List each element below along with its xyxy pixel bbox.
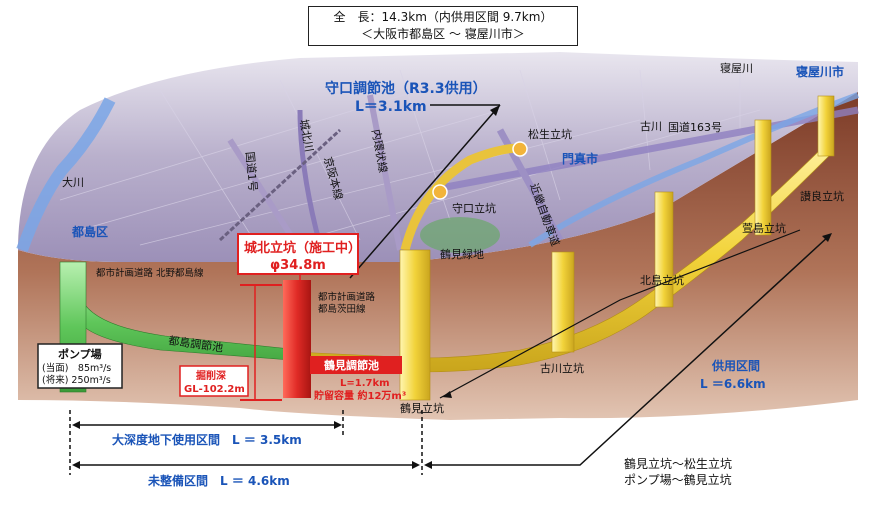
naikan-road [367,94,403,251]
route1-label: 国道1号 [243,151,260,192]
pump-label-box [37,343,123,389]
okawa-label: 大川 [62,175,84,189]
furukawa-shaft-label: 古川立坑 [540,361,584,375]
depth-value: GL-102.2m [184,384,245,395]
kayashima-shaft-label: 萱島立坑 [742,221,786,235]
city-surface [18,52,858,262]
jyohoku-label-box [237,233,359,275]
tsurumi-label-box [310,356,402,374]
depth-label-box [179,365,249,397]
route163-label: 国道163号 [668,120,722,134]
tsurumi-shaft-label: 鶴見立坑 [400,401,444,415]
neyagawa-river [528,92,860,248]
matsuo-shaft-marker [512,141,528,157]
soil-section [18,92,858,420]
moriguchi-leader [349,104,501,279]
kayashima-shaft-body [754,119,772,236]
tsurumi-pond-length: L=1.7km [340,378,390,389]
service-section-label: 供用区間 [711,358,760,373]
furukawa-shaft-body [551,251,575,353]
okawa-river [16,97,116,253]
note-line-2: ポンプ場〜鶴見立坑 [624,473,732,487]
service-section-length: L ＝6.6km [700,377,766,391]
header-box: 全 長：14.3km（内供用区間 9.7km） ＜大阪市都島区 ～ 寝屋川市＞ [308,6,578,46]
kitajima-shaft-label: 北島立坑 [640,273,684,287]
moriguchi-leader-head [490,105,500,116]
note-line-1: 鶴見立坑〜松生立坑 [624,457,733,471]
kitajima-shaft-body [654,191,674,308]
kita-river [297,109,323,246]
road-kitano-label: 都市計画道路 北野都島線 [96,267,204,279]
jyohoku-shaft-body [283,280,311,398]
road-toshima-label-2: 都島茨田線 [318,303,366,315]
route1-road [227,138,303,252]
kadoma-city-label: 門真市 [562,151,598,166]
moriguchi-upper-pipe [400,143,521,252]
jyohoku-diameter: φ34.8m [270,258,326,273]
tsurumi-pond-label: 鶴見調節池 [324,358,379,372]
city-grid [59,69,761,256]
miyakojima-label: 都島区 [71,224,108,239]
tsurumi-ryokuchi-park [420,217,500,253]
neyagawa-river-label: 寝屋川 [720,61,753,75]
furukawa-label: 古川 [640,120,662,133]
tsurumi-ryokuchi-label: 鶴見緑地 [440,247,484,261]
deep-section-label: 大深度地下使用区間 L ＝ 3.5km [112,432,302,447]
neyagawa-city-label: 寝屋川市 [796,64,844,79]
header-total-length: 全 長：14.3km（内供用区間 9.7km） [333,10,553,24]
undeveloped-label: 未整備区間 L ＝ 4.6km [147,473,290,488]
moriguchi-shaft-label: 守口立坑 [452,201,496,215]
tsurumi-pond-capacity: 貯留容量 約12万m³ [314,389,406,402]
keihan-line [218,128,342,242]
dimension-arrows [69,234,831,475]
depth-title: 掘削深 [196,369,226,382]
matsuo-shaft-label: 松生立坑 [528,127,572,141]
jyohoku-shaft-label: 城北立坑（施工中） [244,240,361,256]
service-arrow [439,229,801,399]
road-toshima-label-1: 都市計画道路 [318,291,376,303]
kita-river-label: 城北川 [297,118,316,153]
pump-current: (当面) 85m³/s [42,362,111,374]
dimension-arrowheads [72,233,832,469]
pump-label: ポンプ場 [58,347,102,361]
moriguchi-shaft-marker [432,184,448,200]
service-note: 鶴見立坑〜松生立坑 ポンプ場〜鶴見立坑 [624,456,732,488]
pump-future: (将来) 250m³/s [42,375,111,386]
tsurumi-shaft-body [399,249,431,401]
service-arrowhead [442,391,452,398]
moriguchi-length: L＝3.1km [355,99,427,115]
moriguchi-pond-label: 守口調節池（R3.3供用） [325,80,487,97]
header-range: ＜大阪市都島区 ～ 寝屋川市＞ [361,27,525,41]
sanryo-shaft-body [817,95,835,157]
sanryo-shaft-label: 讃良立坑 [800,189,844,203]
